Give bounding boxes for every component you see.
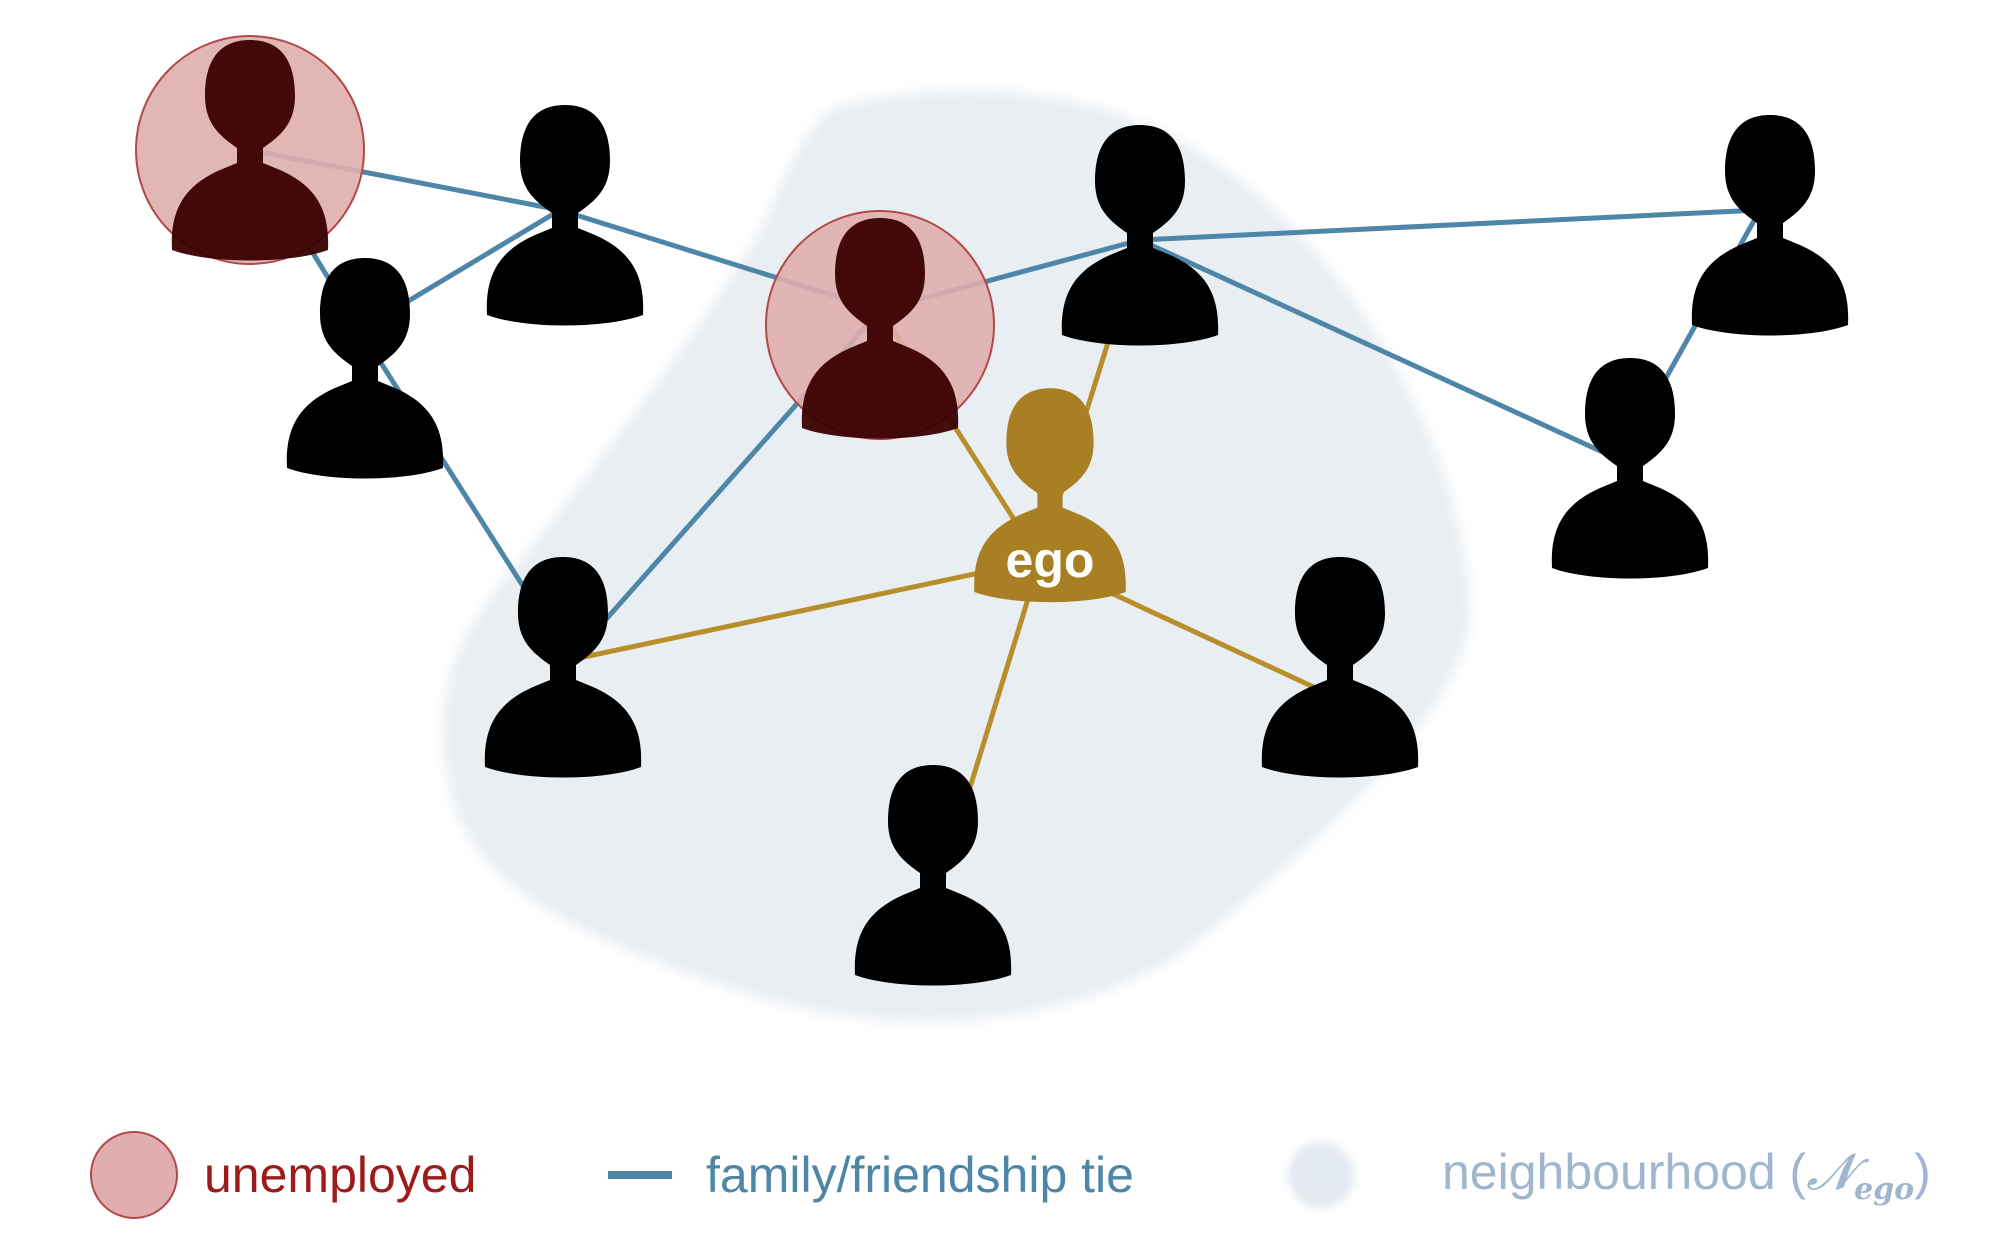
neighbourhood-subscript: ego [1854,1172,1915,1207]
ego-tie-ego-p10 [957,557,1043,823]
legend-neighbourhood: neighbourhood (𝓝ego) [1288,1130,1931,1220]
unemployed-swatch [90,1131,178,1219]
neighbourhood-suffix: ) [1914,1144,1931,1200]
people-layer: ego [171,40,1849,986]
unemployed-label: unemployed [204,1147,477,1203]
neighbourhood-prefix: neighbourhood ( [1442,1144,1807,1200]
tie-p5-p7 [1137,237,1623,463]
neighbourhood-symbol: 𝓝ego [1806,1143,1914,1207]
legend-tie: family/friendship tie [608,1130,1134,1220]
neighbourhood-swatch [1288,1142,1354,1208]
tie-p5-p6 [1137,207,1763,243]
ego-tie-ego-p8 [567,557,1043,663]
person-icon [1551,358,1709,579]
ego-label: ego [1006,532,1095,588]
tie-label: family/friendship tie [706,1147,1134,1203]
neighbourhood-label: neighbourhood (𝓝ego) [1442,1143,1931,1207]
person-icon [1691,115,1849,336]
person-icon [486,105,644,326]
person-icon [286,258,444,479]
neighbourhood-symbol-letter: 𝓝 [1806,1143,1855,1201]
tie-swatch [608,1171,672,1179]
legend-unemployed: unemployed [90,1130,476,1220]
